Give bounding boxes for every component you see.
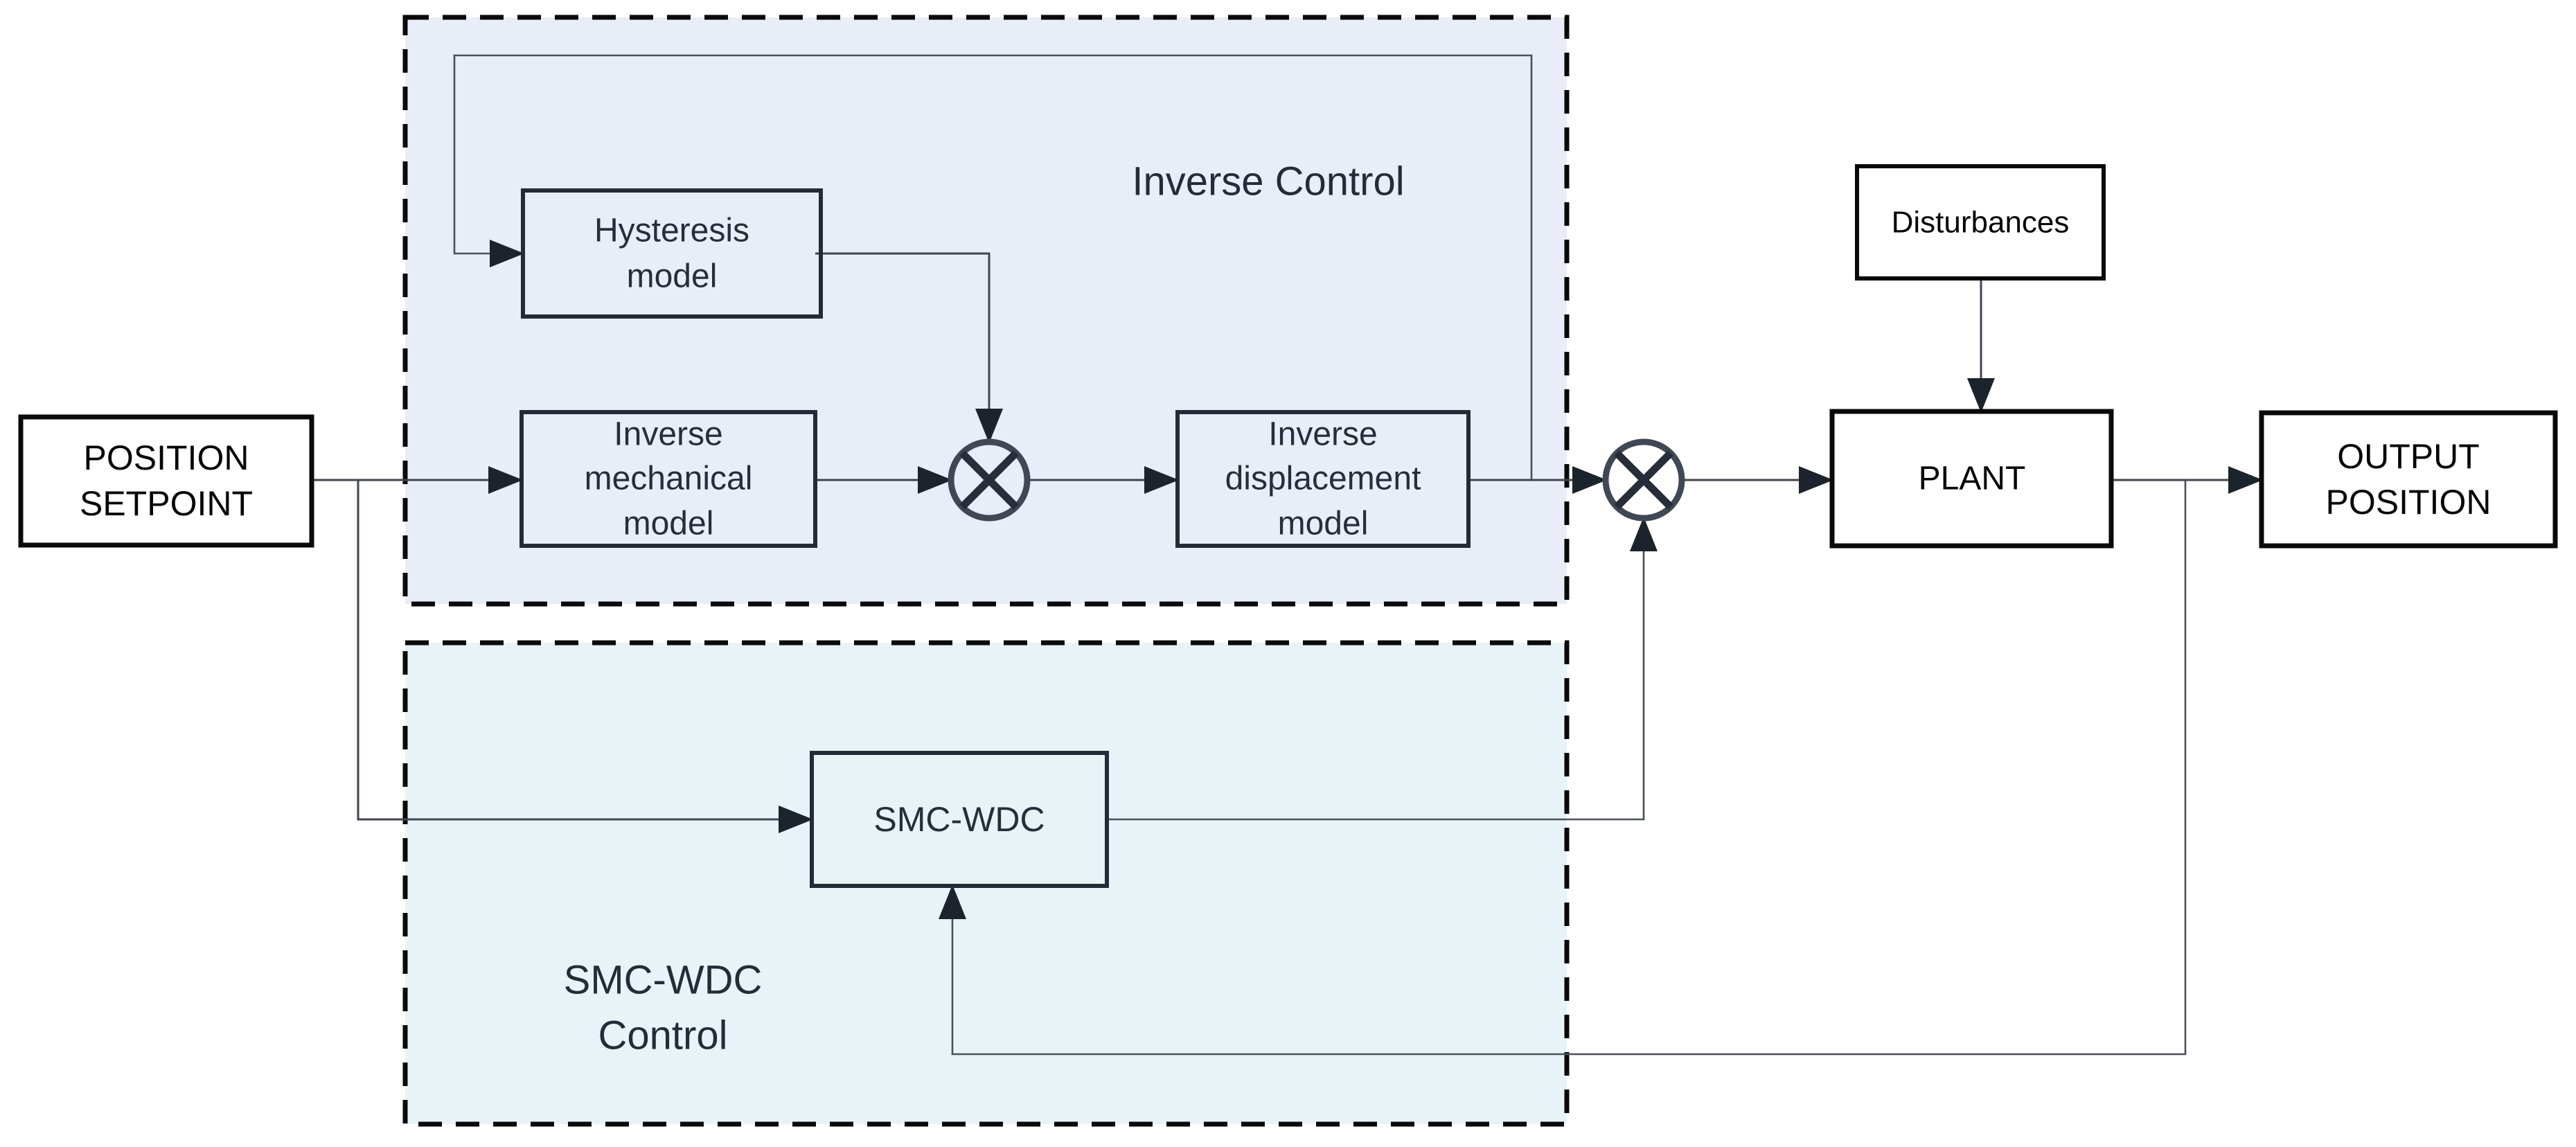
smc-wdc-control-group-label-line-1: SMC-WDC [564,958,763,1003]
smc-wdc-box [810,751,1109,888]
plant-box [1829,409,2114,549]
multiply-junction-2-icon [1602,438,1685,522]
wire-displacement-output-feedback-to-hysteresis [453,54,1533,480]
inverse-mechanical-label-line-2: mechanical [585,461,753,497]
wires [312,54,2263,1056]
inverse-mechanical-model-box [519,410,817,548]
wire-output-feedback-to-smc-wdc [939,480,2187,1056]
output-position-box [2259,410,2558,549]
inverse-control-group-label: Inverse Control [1132,159,1404,204]
inverse-displacement-label-line-3: model [1278,506,1369,542]
wire-hysteresis-to-multiply-junction-1 [815,252,1003,443]
hysteresis-model-box [521,188,823,319]
hysteresis-model-label-line-2: model [627,258,718,295]
multiply-junction-1-x-stroke-b [959,450,1019,510]
position-setpoint-label-line-2: SETPOINT [80,484,253,523]
smc-wdc-control-group-label-line-2: Control [598,1013,728,1058]
disturbances-label: Disturbances [1892,206,2070,240]
multiply-junction-1-icon [948,438,1031,522]
output-position-label-line-2: POSITION [2326,483,2491,522]
smc-wdc-label: SMC-WDC [873,800,1045,839]
inverse-displacement-model-box [1175,410,1471,548]
position-setpoint-label-line-1: POSITION [84,438,249,477]
inverse-mechanical-label-line-3: model [623,506,714,542]
inverse-displacement-label-line-2: displacement [1225,461,1421,497]
disturbances-box [1855,164,2106,281]
position-setpoint-box [18,414,314,548]
multiply-junction-2-x-stroke-b [1614,450,1673,510]
inverse-displacement-label-line-1: Inverse [1268,416,1377,453]
output-position-label-line-1: OUTPUT [2337,437,2480,476]
wire-setpoint-branch-to-smc-wdc [357,480,813,833]
hysteresis-model-label-line-1: Hysteresis [594,213,749,249]
plant-label: PLANT [1919,461,2026,497]
smc-wdc-control-group-box [402,640,1570,1127]
wire-smc-wdc-to-multiply-junction-2 [1107,517,1658,821]
inverse-mechanical-label-line-1: Inverse [614,416,722,453]
